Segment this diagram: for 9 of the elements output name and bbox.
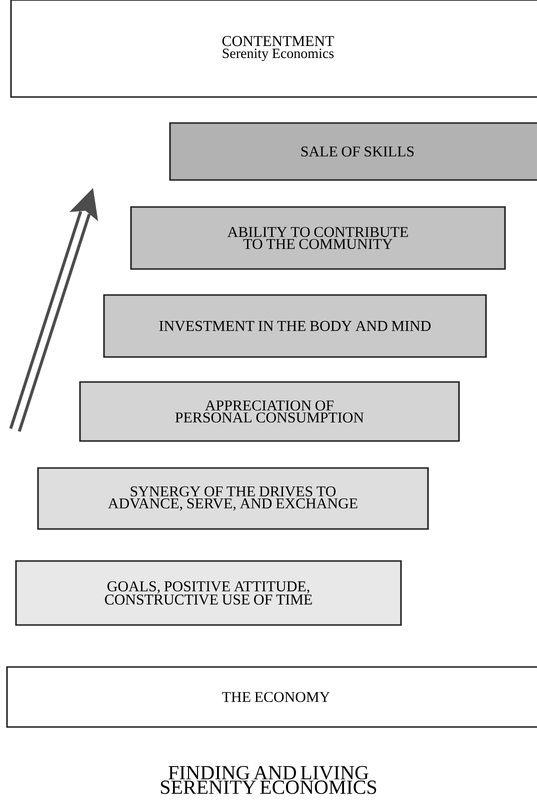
step-box: SALE OF SKILLS bbox=[169, 122, 537, 181]
step-box: ABILITY TO CONTRIBUTE TO THE COMMUNITY bbox=[130, 206, 506, 270]
step-box: GOALS, POSITIVE ATTITUDE, CONSTRUCTIVE USE OF TIME bbox=[15, 560, 402, 626]
goal-box: CONTENTMENT Serenity Economics bbox=[10, 0, 537, 98]
step-box: SYNERGY OF THE DRIVES TO ADVANCE, SERVE, AND EXCHANGE bbox=[37, 467, 429, 530]
caption: FINDING AND LIVING SERENITY ECONOMICS bbox=[160, 766, 376, 794]
base-box: THE ECONOMY bbox=[6, 666, 537, 728]
step-box: INVESTMENT IN THE BODY AND MIND bbox=[103, 294, 487, 358]
step-box: APPRECIATION OF PERSONAL CONSUMPTION bbox=[79, 381, 460, 442]
